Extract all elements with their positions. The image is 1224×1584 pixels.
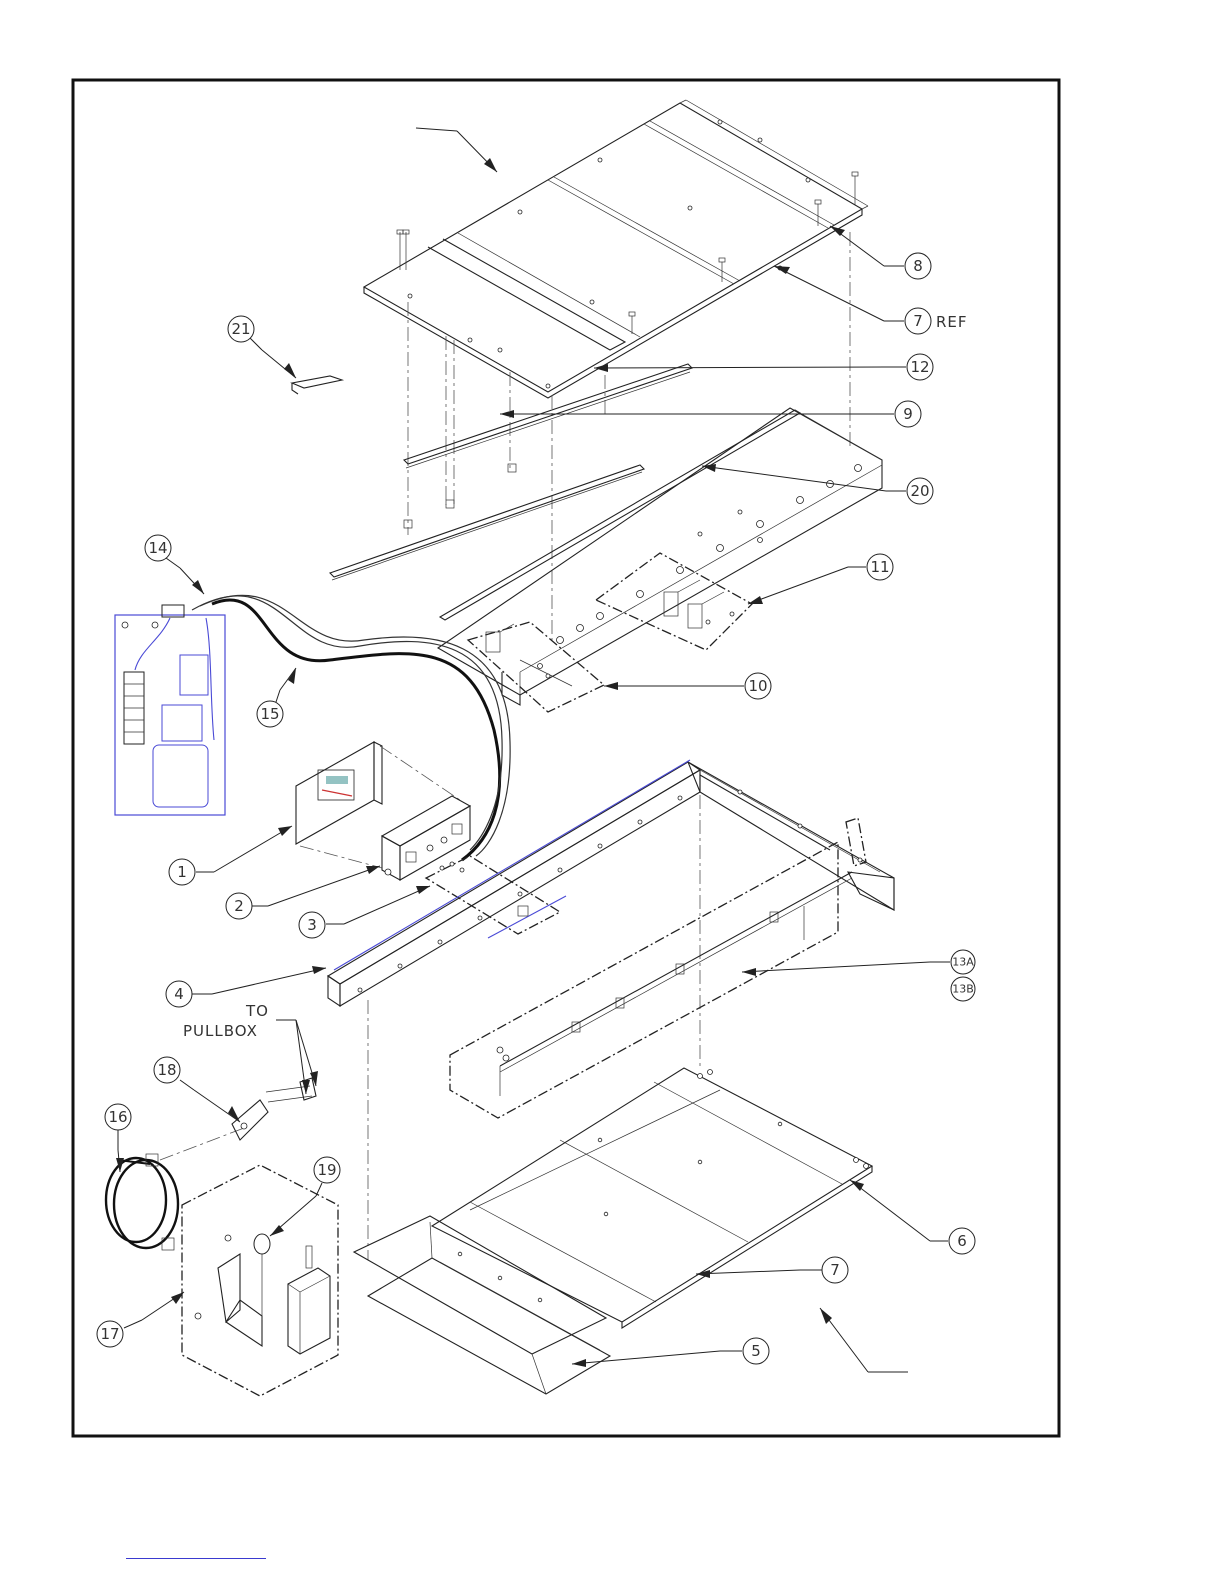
callout-7-ref-label: 7 xyxy=(913,312,923,330)
callout-6: 6 xyxy=(949,1228,975,1254)
ramp-item-5 xyxy=(354,1216,610,1394)
callout-19-label: 19 xyxy=(317,1161,336,1179)
footer-link-underline[interactable] xyxy=(126,1558,266,1559)
control-box-item-14 xyxy=(115,605,225,815)
callout-5-label: 5 xyxy=(751,1342,761,1360)
callout-balloons: 1 2 3 4 5 6 7 7 REF 8 9 10 11 12 13A 13B xyxy=(97,253,975,1364)
callout-7: 7 xyxy=(822,1257,848,1283)
callout-17-label: 17 xyxy=(100,1325,119,1343)
callout-11: 11 xyxy=(867,554,893,580)
callout-15: 15 xyxy=(257,701,283,727)
top-assembly-arrow xyxy=(416,128,497,172)
lower-center-lines xyxy=(368,795,700,1260)
callout-15-label: 15 xyxy=(260,705,279,723)
callout-18: 18 xyxy=(154,1057,180,1083)
switch-detail-item-17 xyxy=(182,1165,338,1396)
callout-13a-label: 13A xyxy=(952,956,974,969)
cable-item-15 xyxy=(192,595,510,860)
callout-13b: 13B xyxy=(951,977,975,1001)
to-pullbox-note: TO PULLBOX xyxy=(183,1002,269,1040)
callout-16-label: 16 xyxy=(108,1108,127,1126)
detail-item-11 xyxy=(596,553,752,650)
bottom-assembly-arrow xyxy=(820,1308,908,1372)
callout-8-label: 8 xyxy=(913,257,923,275)
callout-13b-label: 13B xyxy=(952,983,974,996)
to-pullbox-line2: PULLBOX xyxy=(183,1022,258,1040)
channel-holes xyxy=(538,465,862,669)
callout-17: 17 xyxy=(97,1321,123,1347)
bottom-plate xyxy=(432,1068,872,1328)
terminal-strip xyxy=(124,672,144,744)
callout-20-label: 20 xyxy=(910,482,929,500)
rail-item-9 xyxy=(330,364,692,580)
callout-11-label: 11 xyxy=(870,558,889,576)
callout-10: 10 xyxy=(745,673,771,699)
main-frame-item-4 xyxy=(328,760,894,1006)
callout-7-ref-suffix: REF xyxy=(936,313,968,331)
drawing-border xyxy=(73,80,1059,1436)
frame-holes xyxy=(358,790,862,992)
callout-5: 5 xyxy=(743,1338,769,1364)
callout-1-label: 1 xyxy=(177,863,187,881)
callout-20: 20 xyxy=(907,478,933,504)
detail-item-3 xyxy=(426,856,566,938)
callout-21: 21 xyxy=(228,316,254,342)
callout-3: 3 xyxy=(299,912,325,938)
callout-4-label: 4 xyxy=(174,985,184,1003)
callout-19: 19 xyxy=(314,1157,340,1183)
top-plate-holes xyxy=(408,120,810,388)
channel-item-20 xyxy=(438,408,882,705)
callout-16: 16 xyxy=(105,1104,131,1130)
callout-4: 4 xyxy=(166,981,192,1007)
callout-9: 9 xyxy=(895,401,921,427)
callout-13a: 13A xyxy=(951,950,975,974)
bracket-item-18 xyxy=(232,1078,316,1140)
top-cover-plate xyxy=(364,100,868,398)
callout-7-ref: 7 REF xyxy=(905,308,968,334)
callout-6-label: 6 xyxy=(957,1232,967,1250)
callout-8: 8 xyxy=(905,253,931,279)
callout-3-label: 3 xyxy=(307,916,317,934)
top-plate-fasteners xyxy=(397,172,858,334)
callout-10-label: 10 xyxy=(748,677,767,695)
callout-12: 12 xyxy=(907,354,933,380)
bracket-item-21 xyxy=(292,376,342,394)
callout-14-label: 14 xyxy=(148,539,167,557)
callout-2: 2 xyxy=(226,893,252,919)
to-pullbox-line1: TO xyxy=(245,1002,269,1020)
callout-9-label: 9 xyxy=(903,405,913,423)
callout-2-label: 2 xyxy=(234,897,244,915)
callout-14: 14 xyxy=(145,535,171,561)
housing-item-2 xyxy=(382,796,470,880)
sensor-cable-item-16 xyxy=(106,1128,244,1250)
callout-1: 1 xyxy=(169,859,195,885)
callout-7-label: 7 xyxy=(830,1261,840,1279)
callout-18-label: 18 xyxy=(157,1061,176,1079)
callout-21-label: 21 xyxy=(231,320,250,338)
callout-12-label: 12 xyxy=(910,358,929,376)
